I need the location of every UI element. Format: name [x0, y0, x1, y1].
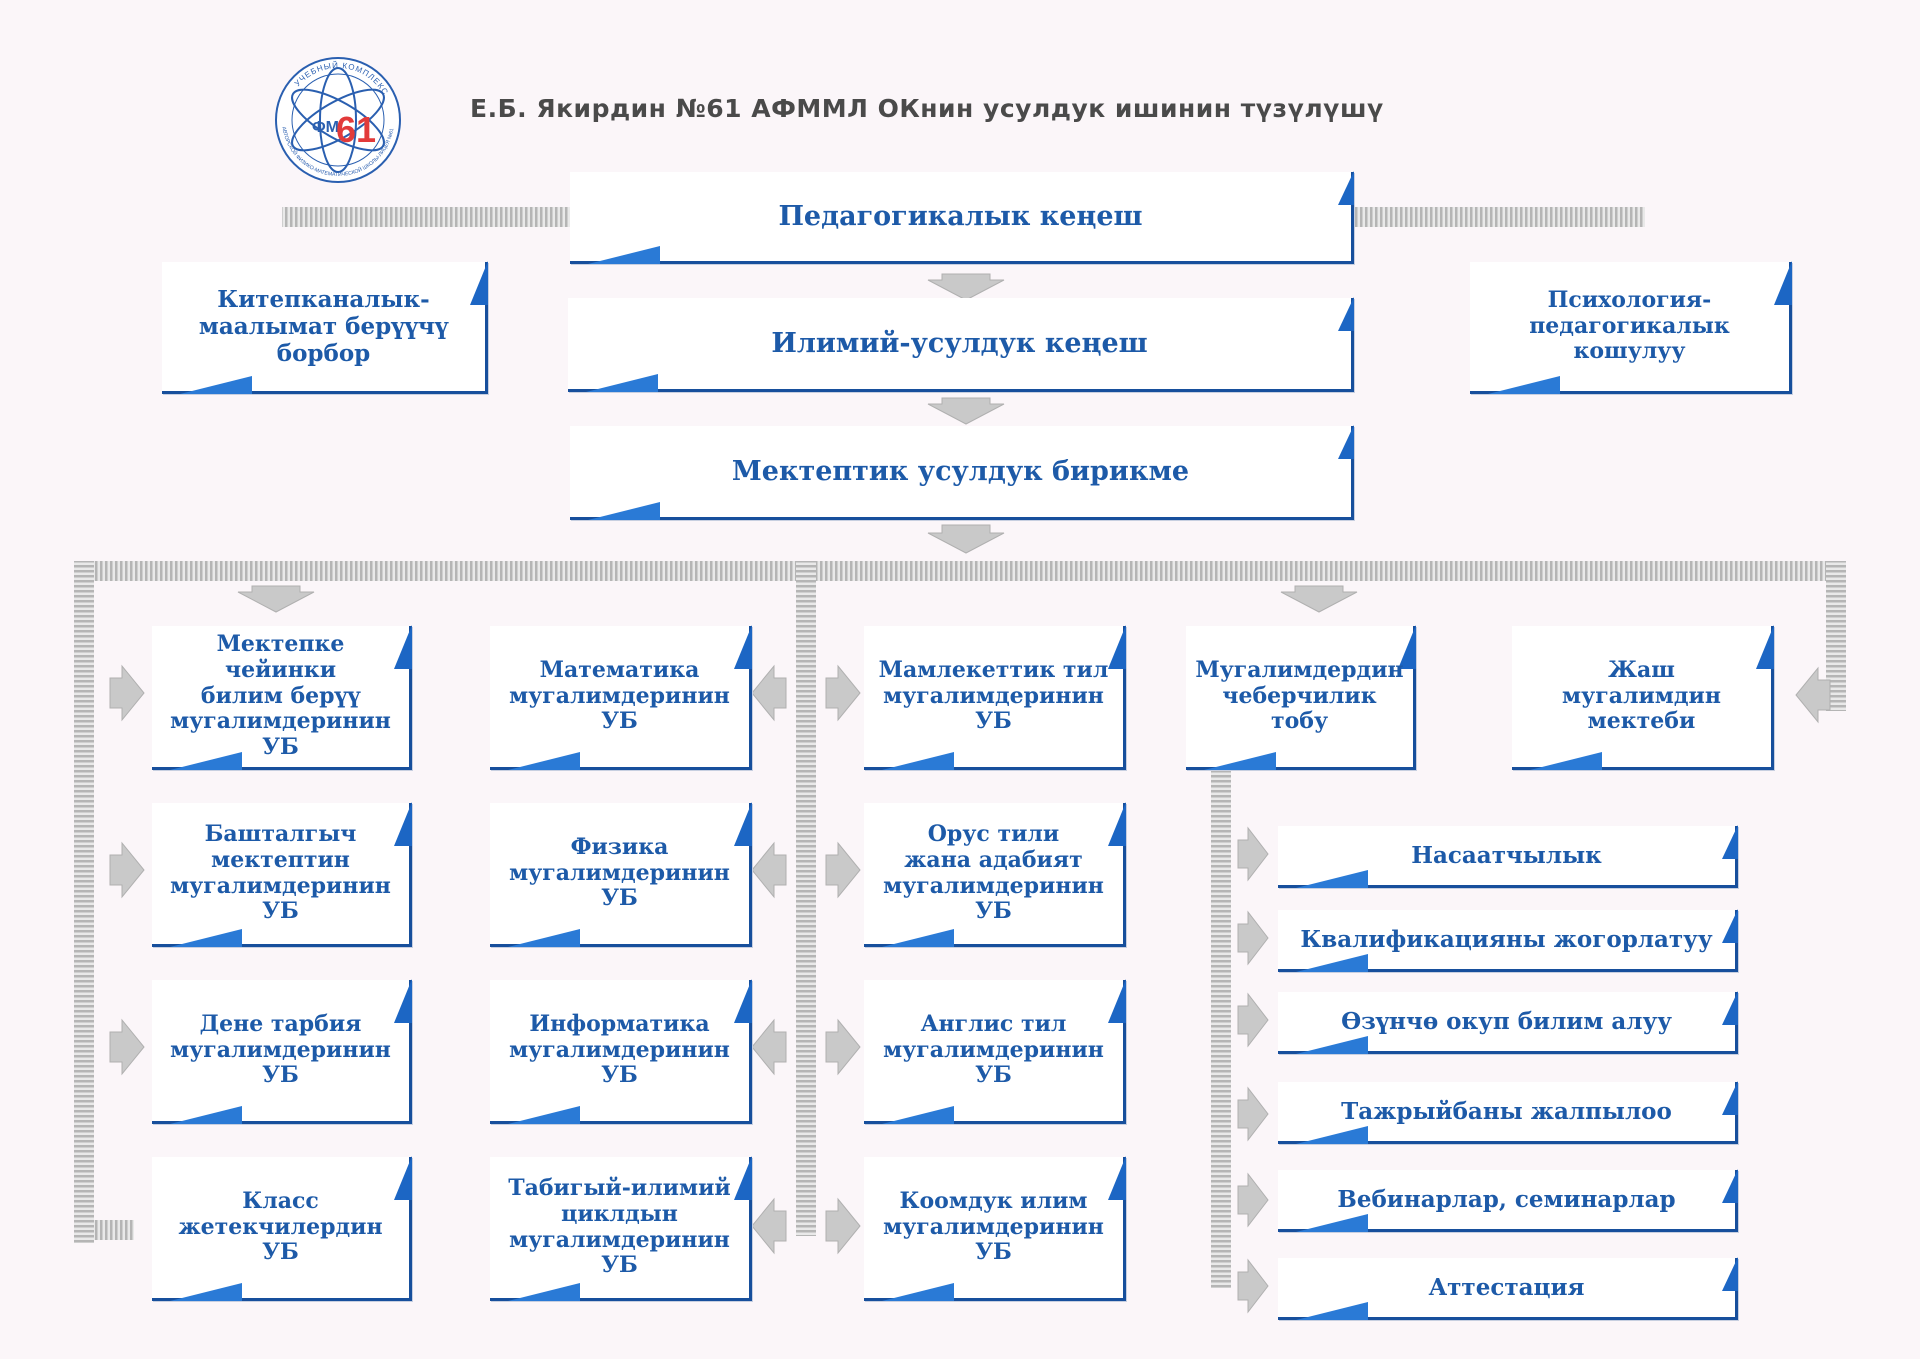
- box-label: Аттестация: [1428, 1273, 1585, 1301]
- arrow-right-col3-4: [825, 1197, 861, 1255]
- box-col2-informatics: Информатика мугалимдеринин УБ: [490, 979, 752, 1124]
- box-col2-math: Математика мугалимдеринин УБ: [490, 625, 752, 770]
- box-col1-class-leaders: Класс жетекчилердин УБ: [152, 1156, 412, 1301]
- box-activity-mentoring: Насаатчылык: [1278, 825, 1738, 888]
- box-label: Тажрыйбаны жалпылоо: [1341, 1097, 1672, 1125]
- connector-mastery-vertical: [1211, 770, 1231, 1288]
- box-mastery-group: Мугалимдердин чеберчилик тобу: [1186, 625, 1416, 770]
- connector-right-top: [1355, 207, 1645, 227]
- box-col1-preschool: Мектепке чейинки билим берүү мугалимдери…: [152, 625, 412, 770]
- box-label: Информатика мугалимдеринин УБ: [509, 1010, 730, 1089]
- box-label: Мектептик усулдук бирикме: [731, 455, 1190, 487]
- box-library-center: Китепканалык- маалымат берүүчү борбор: [162, 261, 488, 394]
- box-label: Вебинарлар, семинарлар: [1337, 1185, 1676, 1213]
- box-label: Класс жетекчилердин УБ: [178, 1187, 383, 1266]
- arrow-right-col3-2: [825, 841, 861, 899]
- box-activity-attestation: Аттестация: [1278, 1257, 1738, 1320]
- box-col1-primary: Башталгыч мектептин мугалимдеринин УБ: [152, 802, 412, 947]
- arrow-right-col1-1: [109, 664, 145, 722]
- box-label: Өзүнчө окуп билим алуу: [1341, 1007, 1672, 1035]
- connector-main-bus: [74, 561, 1846, 581]
- arrow-left-col2-4: [751, 1197, 787, 1255]
- box-label: Англис тил мугалимдеринин УБ: [883, 1010, 1104, 1089]
- box-young-teacher-school: Жаш мугалимдин мектеби: [1512, 625, 1774, 770]
- arrow-right-col1-2: [109, 841, 145, 899]
- arrow-right-act-5: [1237, 1172, 1269, 1228]
- arrow-down-1: [927, 273, 1005, 301]
- box-activity-webinars: Вебинарлар, семинарлар: [1278, 1169, 1738, 1232]
- arrow-right-col3-1: [825, 664, 861, 722]
- arrow-right-col3-3: [825, 1018, 861, 1076]
- box-label: Орус тили жана адабият мугалимдеринин УБ: [883, 820, 1104, 925]
- box-psychology-union: Психология- педагогикалык кошулуу: [1470, 261, 1792, 394]
- arrow-right-col1-3: [109, 1018, 145, 1076]
- connector-col1-bottom: [94, 1220, 134, 1240]
- box-label: Коомдук илим мугалимдеринин УБ: [883, 1187, 1104, 1266]
- logo-number: 61: [336, 109, 376, 150]
- box-label: Педагогикалык кеңеш: [778, 200, 1143, 232]
- arrow-right-act-6: [1237, 1258, 1269, 1314]
- box-activity-self-study: Өзүнчө окуп билим алуу: [1278, 991, 1738, 1054]
- box-col3-russian: Орус тили жана адабият мугалимдеринин УБ: [864, 802, 1126, 947]
- box-label: Табигый-илимий циклдын мугалимдеринин УБ: [508, 1174, 731, 1279]
- connector-right-vertical: [1826, 561, 1846, 711]
- box-col1-pe: Дене тарбия мугалимдеринин УБ: [152, 979, 412, 1124]
- arrow-left-col2-2: [751, 841, 787, 899]
- arrow-right-act-3: [1237, 992, 1269, 1048]
- page-title: Е.Б. Якирдин №61 АФММЛ ОКнин усулдук иши…: [470, 93, 1384, 123]
- arrow-right-act-1: [1237, 826, 1269, 882]
- box-activity-qualification: Квалификацияны жогорлатуу: [1278, 909, 1738, 972]
- box-col3-social-sciences: Коомдук илим мугалимдеринин УБ: [864, 1156, 1126, 1301]
- box-school-union: Мектептик усулдук бирикме: [570, 425, 1354, 520]
- connector-left-vertical: [74, 561, 94, 1243]
- box-activity-experience: Тажрыйбаны жалпылоо: [1278, 1081, 1738, 1144]
- box-label: Математика мугалимдеринин УБ: [509, 656, 730, 735]
- arrow-left-col2-3: [751, 1018, 787, 1076]
- box-label: Мамлекеттик тил мугалимдеринин УБ: [878, 656, 1109, 735]
- arrow-down-mastery: [1280, 585, 1358, 613]
- box-col2-natural-sciences: Табигый-илимий циклдын мугалимдеринин УБ: [490, 1156, 752, 1301]
- arrow-right-act-4: [1237, 1086, 1269, 1142]
- arrow-down-col1: [237, 585, 315, 613]
- school-logo-icon: ФМ 61 УЧЕБНЫЙ КОМПЛЕКС АВТОРСКОЙ ФИЗИКО-…: [275, 57, 401, 183]
- connector-center-vertical: [796, 561, 816, 1236]
- box-col2-physics: Физика мугалимдеринин УБ: [490, 802, 752, 947]
- arrow-left-col2-1: [751, 664, 787, 722]
- box-label: Насаатчылык: [1411, 841, 1602, 869]
- arrow-left-young: [1795, 666, 1831, 724]
- box-label: Физика мугалимдеринин УБ: [509, 833, 730, 912]
- box-label: Китепканалык- маалымат берүүчү борбор: [198, 285, 449, 368]
- box-label: Башталгыч мектептин мугалимдеринин УБ: [170, 820, 391, 925]
- box-label: Жаш мугалимдин мектеби: [1562, 656, 1721, 735]
- arrow-down-3: [927, 524, 1005, 554]
- box-pedagogical-council: Педагогикалык кеңеш: [570, 171, 1354, 264]
- arrow-down-2: [927, 397, 1005, 425]
- connector-left-top: [282, 207, 570, 227]
- box-col3-english: Англис тил мугалимдеринин УБ: [864, 979, 1126, 1124]
- box-label: Психология- педагогикалык кошулуу: [1529, 286, 1730, 365]
- box-col3-state-language: Мамлекеттик тил мугалимдеринин УБ: [864, 625, 1126, 770]
- arrow-right-act-2: [1237, 910, 1269, 966]
- box-scientific-council: Илимий-усулдук кеңеш: [568, 297, 1354, 392]
- box-label: Мектепке чейинки билим берүү мугалимдери…: [170, 630, 391, 761]
- logo-letters: ФМ: [312, 119, 339, 136]
- box-label: Илимий-усулдук кеңеш: [771, 327, 1148, 359]
- box-label: Дене тарбия мугалимдеринин УБ: [170, 1010, 391, 1089]
- box-label: Мугалимдердин чеберчилик тобу: [1195, 656, 1404, 735]
- box-label: Квалификацияны жогорлатуу: [1300, 925, 1713, 953]
